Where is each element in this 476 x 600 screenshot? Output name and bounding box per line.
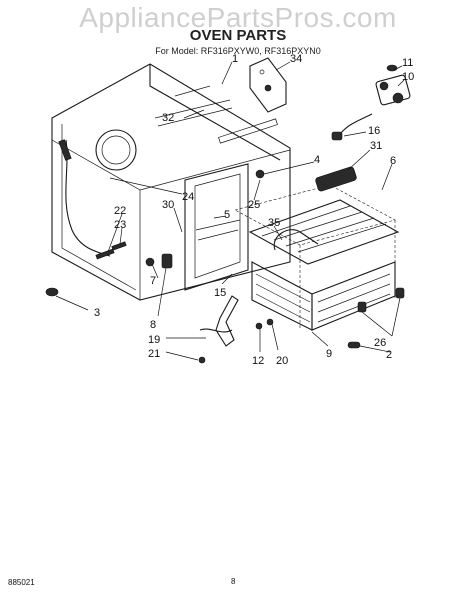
callout-3: 3 bbox=[94, 307, 100, 319]
callout-16: 16 bbox=[368, 125, 380, 137]
callout-5: 5 bbox=[224, 209, 230, 221]
small-hardware-drawing bbox=[45, 169, 405, 364]
page-number: 8 bbox=[231, 577, 236, 586]
callout-26: 26 bbox=[374, 337, 386, 349]
callout-15: 15 bbox=[214, 287, 226, 299]
callout-32: 32 bbox=[162, 112, 174, 124]
callout-labels: 1 34 11 10 16 31 4 6 32 24 25 22 23 30 5… bbox=[94, 53, 414, 367]
callout-1: 1 bbox=[232, 53, 238, 65]
bracket-34-drawing bbox=[249, 57, 287, 113]
callout-6: 6 bbox=[390, 155, 396, 167]
bake-element-drawing bbox=[273, 229, 319, 251]
callout-2: 2 bbox=[386, 349, 392, 361]
oven-front-frame-drawing bbox=[184, 163, 249, 291]
callout-30: 30 bbox=[162, 199, 174, 211]
diagram-title: OVEN PARTS bbox=[189, 27, 287, 44]
callout-21: 21 bbox=[148, 348, 160, 360]
thermostat-valve-drawing bbox=[375, 64, 411, 106]
vent-assembly-drawing bbox=[315, 166, 357, 192]
callout-20: 20 bbox=[276, 355, 288, 367]
callout-23: 23 bbox=[114, 219, 126, 231]
callout-8: 8 bbox=[150, 319, 156, 331]
callout-22: 22 bbox=[114, 205, 126, 217]
callout-9: 9 bbox=[326, 348, 332, 360]
callout-19: 19 bbox=[148, 334, 160, 346]
oven-cabinet-drawing bbox=[51, 63, 291, 301]
callout-34: 34 bbox=[290, 53, 302, 65]
callout-35: 35 bbox=[268, 217, 280, 229]
callout-4: 4 bbox=[314, 154, 320, 166]
callout-31: 31 bbox=[370, 140, 382, 152]
callout-12: 12 bbox=[252, 355, 264, 367]
callout-10: 10 bbox=[402, 71, 414, 83]
gas-tube-drawing bbox=[331, 113, 373, 141]
document-number: 885021 bbox=[8, 578, 35, 587]
callout-25: 25 bbox=[248, 199, 260, 211]
callout-11: 11 bbox=[402, 57, 413, 69]
oven-racks-drawing bbox=[248, 199, 400, 331]
model-line: For Model: RF316PXYW0, RF316PXYN0 bbox=[155, 46, 321, 56]
leader-lines bbox=[55, 61, 405, 361]
callout-24: 24 bbox=[182, 191, 194, 203]
watermark-text: AppliancePartsPros.com bbox=[79, 2, 397, 33]
callout-7: 7 bbox=[150, 275, 156, 287]
